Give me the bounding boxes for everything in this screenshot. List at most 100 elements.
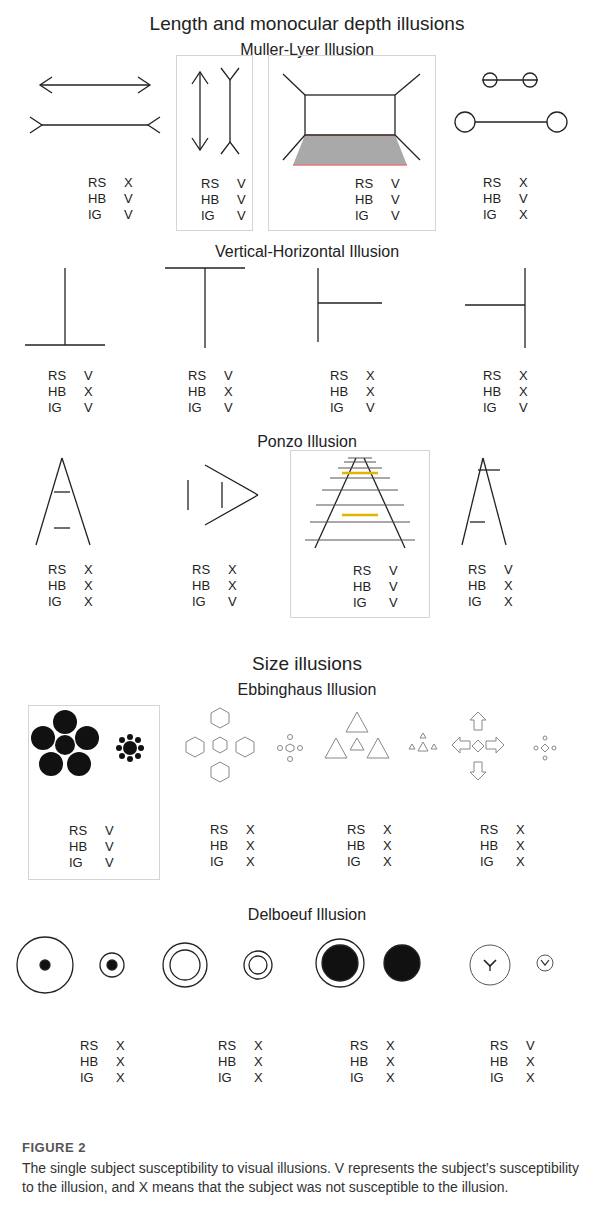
subject-code: RS: [480, 822, 498, 838]
result-mark: X: [366, 384, 375, 400]
subject-code: RS: [201, 176, 219, 192]
result-mark: V: [124, 191, 133, 207]
result-mark: V: [237, 176, 246, 192]
result-mark: X: [84, 578, 93, 594]
subject-code: HB: [69, 839, 87, 855]
figure-caption: FIGURE 2The single subject susceptibilit…: [22, 1140, 592, 1197]
subject-code: RS: [218, 1038, 236, 1054]
result-mark: X: [246, 854, 255, 870]
heading-text: Length and monocular depth illusions: [150, 13, 465, 34]
result-mark: V: [84, 368, 93, 384]
result-mark: X: [519, 175, 528, 191]
result-panel: RSXHBVIGV: [88, 175, 133, 223]
result-mark: V: [237, 208, 246, 224]
highlight-frame: RSVHBVIGV: [290, 450, 430, 618]
result-panel: RSXHBXIGX: [48, 562, 93, 610]
subject-code: HB: [80, 1054, 98, 1070]
result-panel: RSXHBXIGX: [80, 1038, 125, 1086]
result-mark: V: [237, 192, 246, 208]
section-heading: Delboeuf Illusion: [0, 905, 614, 925]
result-mark: X: [383, 822, 392, 838]
result-mark: X: [124, 175, 133, 191]
result-mark: X: [519, 207, 528, 223]
subject-code: IG: [483, 400, 501, 416]
result-mark: X: [224, 384, 233, 400]
result-mark: V: [519, 400, 528, 416]
result-mark: V: [519, 191, 528, 207]
subject-code: IG: [69, 855, 87, 871]
result-mark: V: [389, 595, 398, 611]
result-mark: X: [246, 822, 255, 838]
section-heading: Vertical-Horizontal Illusion: [0, 242, 614, 262]
subject-code: HB: [353, 579, 371, 595]
subject-code: HB: [218, 1054, 236, 1070]
result-mark: V: [84, 400, 93, 416]
result-mark: V: [391, 192, 400, 208]
subject-code: HB: [210, 838, 228, 854]
highlight-frame: RSVHBVIGV: [268, 55, 436, 231]
subject-code: RS: [355, 176, 373, 192]
subject-code: IG: [80, 1070, 98, 1086]
result-mark: X: [254, 1054, 263, 1070]
subject-code: HB: [192, 578, 210, 594]
subject-code: IG: [210, 854, 228, 870]
subject-code: HB: [330, 384, 348, 400]
result-mark: X: [526, 1070, 535, 1086]
section-heading: Ebbinghaus Illusion: [0, 680, 614, 700]
result-mark: V: [504, 562, 513, 578]
result-panel: RSVHBVIGV: [69, 823, 114, 871]
result-mark: V: [124, 207, 133, 223]
subject-code: HB: [480, 838, 498, 854]
subject-code: RS: [330, 368, 348, 384]
result-mark: X: [254, 1038, 263, 1054]
subject-code: HB: [48, 578, 66, 594]
result-mark: X: [383, 854, 392, 870]
subject-code: HB: [483, 191, 501, 207]
result-mark: V: [105, 839, 114, 855]
heading-text: Size illusions: [252, 653, 362, 674]
subject-code: HB: [490, 1054, 508, 1070]
subject-code: IG: [48, 594, 66, 610]
heading-text: Vertical-Horizontal Illusion: [215, 243, 399, 260]
caption-text: The single subject susceptibility to vis…: [22, 1159, 592, 1197]
subject-code: RS: [350, 1038, 368, 1054]
result-mark: V: [105, 855, 114, 871]
subject-code: RS: [483, 175, 501, 191]
result-mark: V: [366, 400, 375, 416]
result-panel: RS X HB V IG X: [483, 175, 528, 223]
subject-code: RS: [69, 823, 87, 839]
result-mark: X: [383, 838, 392, 854]
result-mark: X: [519, 368, 528, 384]
subject-code: IG: [483, 207, 501, 223]
subject-code: IG: [88, 207, 106, 223]
section-heading: Muller-Lyer Illusion: [0, 40, 614, 60]
section-heading: Length and monocular depth illusions: [0, 12, 614, 35]
heading-text: Delboeuf Illusion: [248, 906, 366, 923]
subject-code: IG: [355, 208, 373, 224]
result-mark: X: [116, 1070, 125, 1086]
result-mark: V: [391, 176, 400, 192]
result-mark: X: [254, 1070, 263, 1086]
result-mark: X: [116, 1054, 125, 1070]
result-mark: V: [389, 563, 398, 579]
subject-code: RS: [468, 562, 486, 578]
result-mark: X: [228, 578, 237, 594]
subject-code: RS: [80, 1038, 98, 1054]
result-panel: RSXHBXIGX: [347, 822, 392, 870]
subject-code: RS: [188, 368, 206, 384]
result-panel: RSXHBXIGV: [192, 562, 237, 610]
result-mark: X: [386, 1054, 395, 1070]
subject-code: IG: [480, 854, 498, 870]
result-mark: X: [516, 838, 525, 854]
result-panel: RSVHBVIGV: [353, 563, 398, 611]
result-mark: X: [84, 594, 93, 610]
result-panel: RSVHBVIGV: [201, 176, 246, 224]
result-panel: RS X HB X IG X: [480, 822, 525, 870]
result-mark: X: [84, 562, 93, 578]
result-mark: X: [516, 822, 525, 838]
result-mark: X: [246, 838, 255, 854]
result-panel: RSXHBXIGX: [350, 1038, 395, 1086]
result-mark: X: [366, 368, 375, 384]
result-mark: X: [516, 854, 525, 870]
